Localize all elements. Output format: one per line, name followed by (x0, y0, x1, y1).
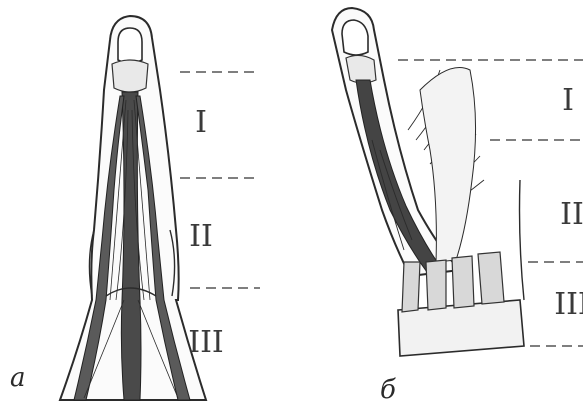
panel-a-zone-dividers (180, 72, 260, 288)
panel-b-zone-1-label: I (562, 83, 574, 118)
panel-b-label: б (380, 375, 396, 405)
panel-b-right-boundary (520, 180, 525, 300)
panel-b-zone-2-label: II (560, 197, 583, 232)
panel-a-label: а (10, 363, 26, 393)
panel-a-zone-2-label: II (189, 219, 213, 254)
panel-b-nail (342, 20, 368, 55)
panel-a-drawing (60, 16, 206, 400)
panel-b-zone-3-label: III (554, 287, 583, 322)
panel-b-distal-bone (346, 55, 376, 83)
panel-a-distal-bone (112, 60, 148, 92)
panel-a-zone-3-label: III (188, 325, 224, 360)
panel-a-nail (118, 28, 142, 63)
panel-a-zone-1-label: I (195, 105, 207, 140)
